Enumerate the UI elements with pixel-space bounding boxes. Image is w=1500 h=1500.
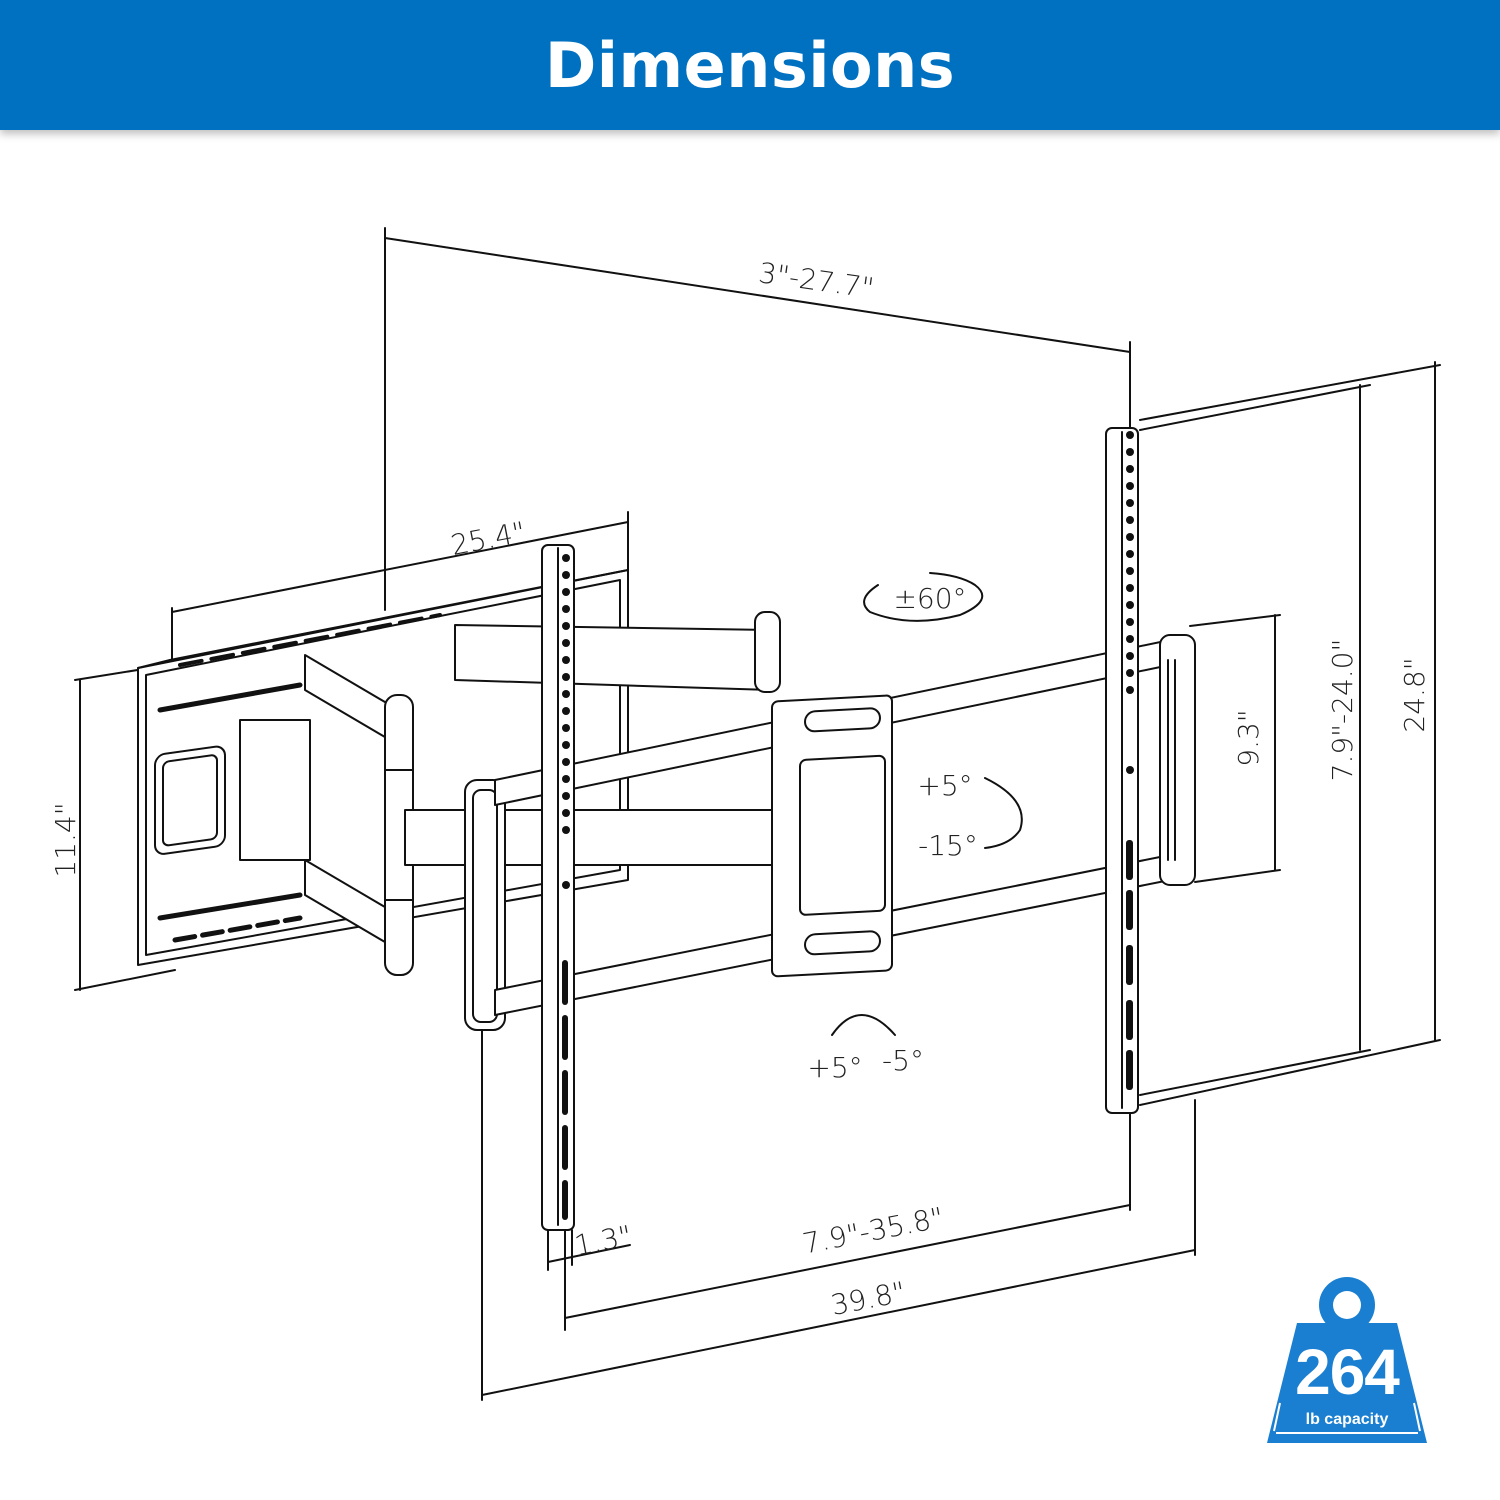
right-tv-bracket bbox=[1105, 427, 1196, 1114]
header-banner: Dimensions bbox=[0, 0, 1500, 130]
wall-plate-width-label: 25.4" bbox=[448, 515, 528, 562]
vesa-vertical-label: 7.9"-24.0" bbox=[1326, 639, 1359, 782]
articulating-arms bbox=[239, 611, 791, 1031]
right-bracket-holes bbox=[1126, 431, 1134, 1090]
inner-height-label: 9.3" bbox=[1232, 709, 1265, 766]
swivel-label: ±60° bbox=[893, 582, 966, 615]
weight-icon bbox=[1267, 1277, 1427, 1443]
capacity-number: 264 bbox=[1295, 1336, 1400, 1408]
tilt-down-label: -15° bbox=[918, 829, 978, 862]
swivel-arrow-icon bbox=[863, 572, 984, 622]
vesa-horizontal-label: 7.9"-35.8" bbox=[800, 1201, 946, 1261]
max-width-label: 39.8" bbox=[828, 1275, 908, 1322]
bracket-width-label: 1.3" bbox=[572, 1219, 635, 1262]
level-plus-label: +5° bbox=[807, 1051, 862, 1084]
left-tv-bracket bbox=[541, 544, 575, 1231]
capacity-label: lb capacity bbox=[1305, 1411, 1389, 1428]
bracket-height-label: 24.8" bbox=[1398, 657, 1431, 732]
tilt-up-label: +5° bbox=[917, 769, 972, 802]
right-vertical-dimensions bbox=[1139, 361, 1441, 1106]
page-title: Dimensions bbox=[544, 28, 956, 102]
left-bracket-holes bbox=[562, 554, 570, 1220]
bottom-dimensions bbox=[481, 1029, 1196, 1401]
level-arrow-icon bbox=[831, 1014, 896, 1036]
weight-capacity-badge: 264 lb capacity bbox=[1262, 1273, 1432, 1448]
tilt-head-plate bbox=[771, 694, 893, 978]
level-minus-label: -5° bbox=[882, 1044, 924, 1077]
tilt-arrow-icon bbox=[984, 777, 1023, 849]
wall-plate-height-label: 11.4" bbox=[49, 802, 82, 877]
